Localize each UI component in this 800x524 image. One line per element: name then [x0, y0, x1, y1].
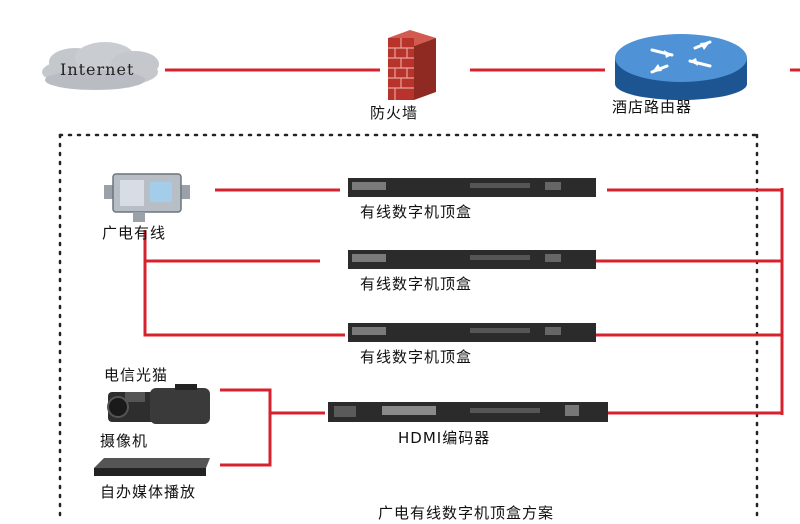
internet-label: Internet: [60, 60, 135, 79]
firewall-label: 防火墙: [370, 104, 419, 122]
media-player-icon: [94, 458, 210, 476]
camera-label: 摄像机: [100, 432, 149, 450]
set-top-box-1-label: 有线数字机顶盒: [360, 203, 473, 221]
scheme-caption: 广电有线数字机顶盒方案: [378, 504, 555, 522]
media-player-label: 自办媒体播放: [100, 483, 197, 501]
line-cable-trunk: [143, 230, 345, 337]
router-icon: [615, 34, 747, 100]
set-top-box-3: [348, 323, 596, 342]
telecom-modem-label: 电信光猫: [104, 366, 169, 384]
hdmi-encoder: [328, 402, 608, 422]
line-modem-bracket: [220, 388, 272, 467]
camera-icon: [107, 384, 210, 424]
cable-label: 广电有线: [102, 224, 167, 242]
hdmi-encoder-label: HDMI编码器: [398, 429, 491, 447]
cloud-icon: [42, 42, 159, 90]
scheme-boundary: [58, 133, 759, 522]
connection-lines: [143, 68, 800, 467]
router-label: 酒店路由器: [612, 98, 693, 116]
cable-splitter-icon: [104, 173, 190, 222]
set-top-box-2-label: 有线数字机顶盒: [360, 275, 473, 293]
set-top-box-2: [348, 250, 596, 269]
set-top-box-3-label: 有线数字机顶盒: [360, 348, 473, 366]
set-top-box-1: [348, 178, 596, 197]
firewall-icon: [388, 30, 436, 100]
